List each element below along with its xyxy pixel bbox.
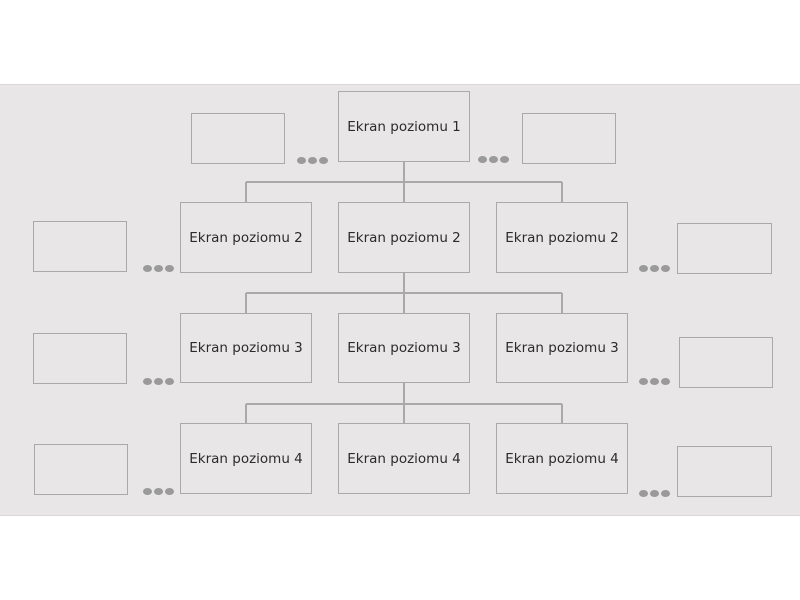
node-level3-right-label: Ekran poziomu 3	[505, 340, 619, 356]
placeholder-box-level4-left	[34, 444, 128, 495]
node-level4-left: Ekran poziomu 4	[180, 423, 312, 494]
ellipsis-icon-level4-right	[639, 490, 670, 497]
node-level3-center: Ekran poziomu 3	[338, 313, 470, 383]
ellipsis-icon-level3-right	[639, 378, 670, 385]
ellipsis-icon-level2-right	[639, 265, 670, 272]
node-level4-right: Ekran poziomu 4	[496, 423, 628, 494]
node-level2-right: Ekran poziomu 2	[496, 202, 628, 273]
node-level2-center-label: Ekran poziomu 2	[347, 229, 461, 246]
node-level2-right-label: Ekran poziomu 2	[505, 229, 619, 246]
ellipsis-icon-level3-left	[143, 378, 174, 385]
node-level1-label: Ekran poziomu 1	[347, 118, 461, 135]
node-level3-right: Ekran poziomu 3	[496, 313, 628, 383]
placeholder-box-level2-right	[677, 223, 772, 274]
node-level4-center-label: Ekran poziomu 4	[347, 450, 461, 467]
node-level3-center-label: Ekran poziomu 3	[347, 340, 461, 356]
node-level4-center: Ekran poziomu 4	[338, 423, 470, 494]
ellipsis-icon-level1-left	[297, 157, 328, 164]
placeholder-box-level3-right	[679, 337, 773, 388]
node-level2-left-label: Ekran poziomu 2	[189, 229, 303, 246]
ellipsis-icon-level2-left	[143, 265, 174, 272]
ellipsis-icon-level4-left	[143, 488, 174, 495]
ellipsis-icon-level1-right	[478, 156, 509, 163]
node-level2-left: Ekran poziomu 2	[180, 202, 312, 273]
placeholder-box-level1-right	[522, 113, 616, 164]
node-level3-left-label: Ekran poziomu 3	[189, 340, 303, 356]
placeholder-box-level1-left	[191, 113, 285, 164]
placeholder-box-level4-right	[677, 446, 772, 497]
placeholder-box-level3-left	[33, 333, 127, 384]
node-level1: Ekran poziomu 1	[338, 91, 470, 162]
node-level4-right-label: Ekran poziomu 4	[505, 450, 619, 467]
placeholder-box-level2-left	[33, 221, 127, 272]
node-level4-left-label: Ekran poziomu 4	[189, 450, 303, 467]
node-level2-center: Ekran poziomu 2	[338, 202, 470, 273]
node-level3-left: Ekran poziomu 3	[180, 313, 312, 383]
